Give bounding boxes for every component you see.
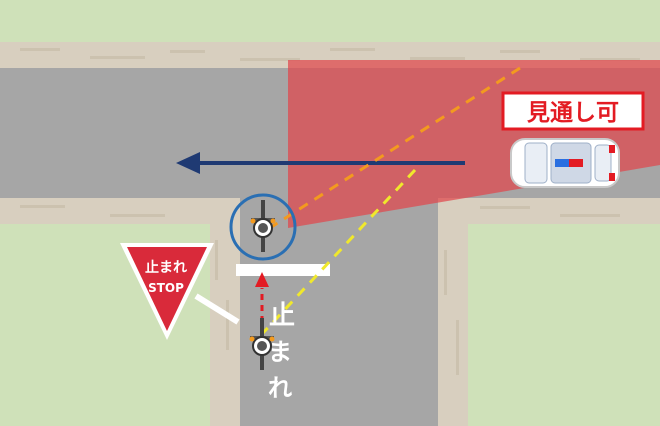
stop-sign-icon: 止まれ STOP xyxy=(120,243,214,340)
bicycle-path-arrow xyxy=(255,272,269,322)
stop-sign-pole xyxy=(194,293,240,325)
road-marking-char-2: ま xyxy=(268,338,292,366)
visibility-label: 見通し可 xyxy=(501,91,645,131)
police-car-icon xyxy=(510,138,620,188)
sightline-orange xyxy=(261,66,521,235)
stop-sign-japanese: 止まれ xyxy=(145,259,187,276)
highlight-circle xyxy=(229,193,297,261)
road-marking-char-1: 止 xyxy=(269,301,295,331)
bicycle-icon xyxy=(250,200,276,252)
sidewalk-texture xyxy=(20,48,640,375)
vehicle-direction-arrow xyxy=(176,152,465,174)
vertical-road xyxy=(240,198,438,426)
road-marking-char-3: れ xyxy=(268,374,292,402)
sightline-yellow xyxy=(260,168,417,336)
stop-sign-english: STOP xyxy=(148,281,184,295)
visibility-label-text: 見通し可 xyxy=(527,100,619,126)
stop-line xyxy=(236,264,330,276)
bicycle-icon xyxy=(249,318,275,370)
sidewalk-right-vertical xyxy=(438,198,468,426)
road-marking-text: 止 ま れ xyxy=(268,301,295,402)
